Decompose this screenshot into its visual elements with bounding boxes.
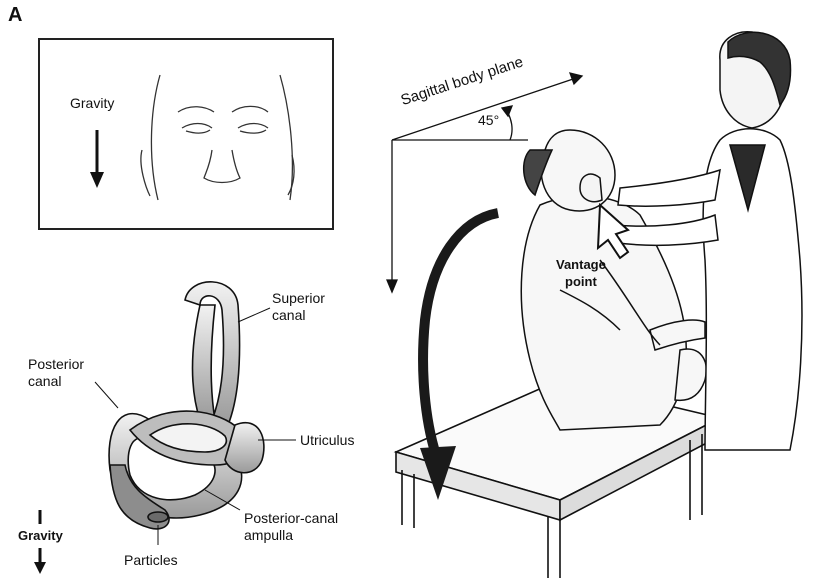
semicircular-canals	[109, 282, 264, 529]
angle-label: 45°	[478, 112, 499, 129]
particles-label: Particles	[124, 552, 178, 569]
posterior-canal-label: Posterior canal	[28, 356, 84, 390]
patient-figure	[521, 130, 706, 430]
canal-gravity-label: Gravity	[18, 527, 63, 544]
superior-canal-label: Superior canal	[272, 290, 325, 324]
face-gravity-arrow	[90, 130, 104, 188]
face-sketch	[141, 75, 294, 200]
posterior-canal-ampulla-label: Posterior-canal ampulla	[244, 510, 338, 544]
utriculus-label: Utriculus	[300, 432, 354, 449]
vantage-point-label: Vantage point	[556, 256, 606, 290]
